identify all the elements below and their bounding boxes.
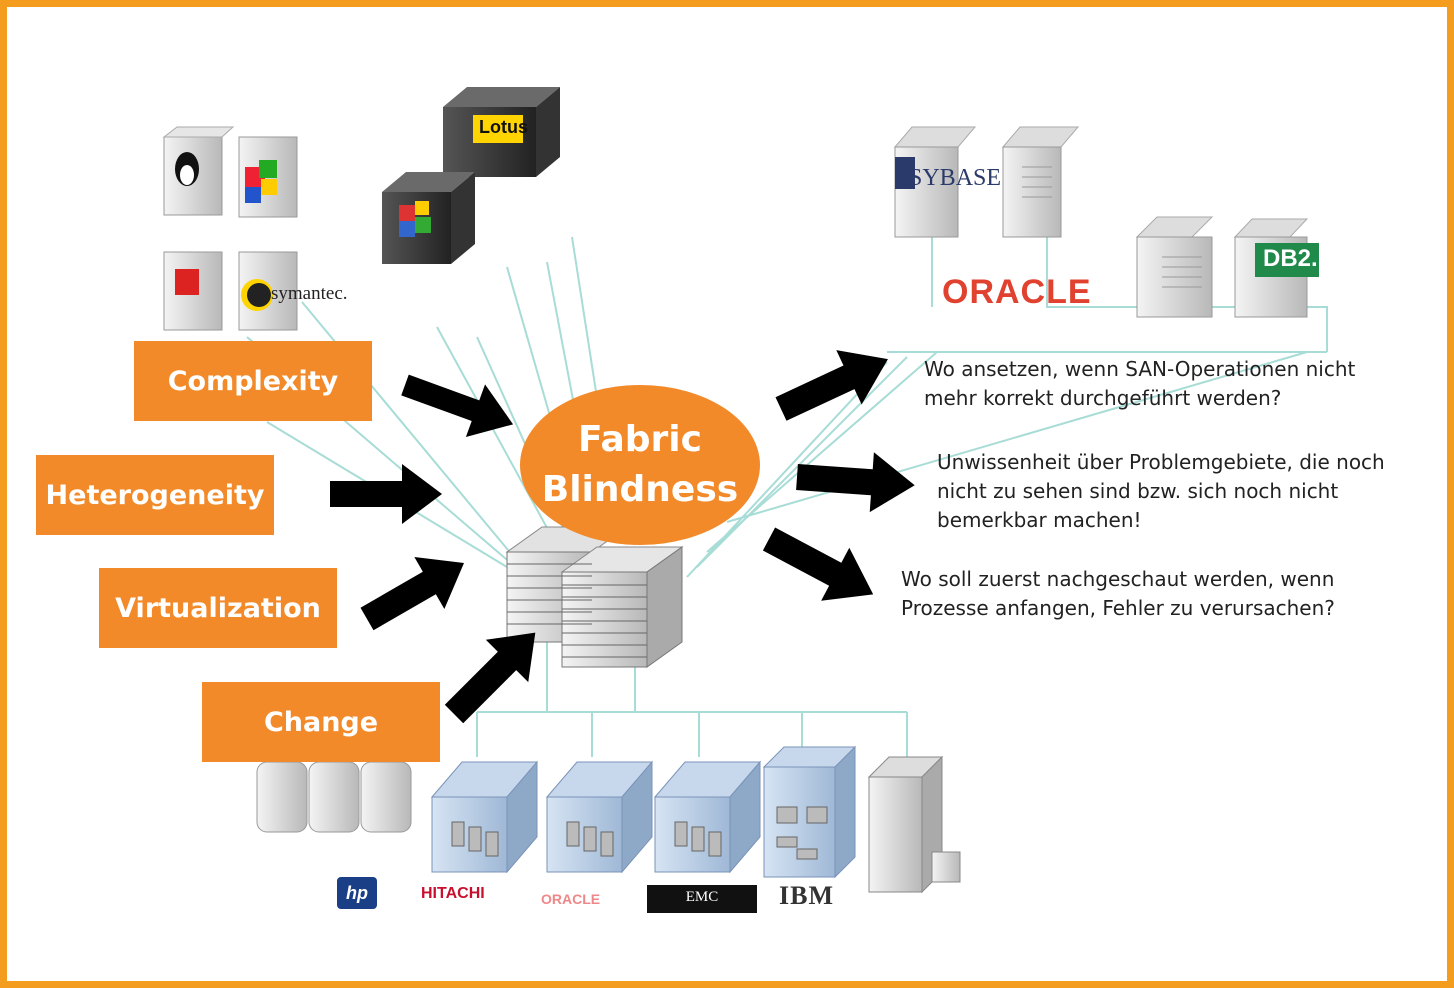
- arrow-question-3: [762, 527, 874, 601]
- arrow-question-2: [796, 452, 915, 513]
- center-line-1: Fabric: [578, 419, 702, 460]
- arrow-complexity: [401, 374, 514, 437]
- factor-label: Heterogeneity: [45, 479, 265, 511]
- arrow-heterogeneity: [330, 464, 442, 524]
- factor-heterogeneity: Heterogeneity: [36, 455, 274, 535]
- question-2: Unwissenheit über Problemgebiete, die no…: [937, 450, 1385, 532]
- dark-servers: [382, 87, 560, 264]
- os-servers: [162, 126, 298, 331]
- arrow-change: [444, 632, 536, 724]
- logo-db2: DB2.: [1263, 245, 1318, 272]
- logo-ibm: IBM: [779, 881, 834, 910]
- logo-oracle-bottom: ORACLE: [541, 891, 601, 907]
- fabric-blindness-node: Fabric Blindness: [520, 385, 760, 545]
- logo-emc: EMC: [647, 885, 757, 913]
- logo-oracle-top: ORACLE: [942, 273, 1092, 311]
- question-1: Wo ansetzen, wenn SAN-Operationen nicht …: [924, 357, 1356, 410]
- logo-symantec: symantec.: [271, 283, 348, 304]
- arrows: [330, 350, 915, 724]
- logo-lotus: Lotus: [479, 117, 528, 137]
- factor-complexity: Complexity: [134, 341, 372, 421]
- factor-label: Virtualization: [115, 592, 321, 624]
- factor-label: Change: [263, 706, 379, 738]
- factor-virtualization: Virtualization: [99, 568, 337, 648]
- storage-devices: [256, 745, 961, 894]
- arrow-virtualization: [360, 557, 464, 631]
- logo-hitachi: HITACHI: [421, 885, 485, 902]
- arrow-question-1: [775, 350, 888, 421]
- center-line-2: Blindness: [541, 469, 739, 510]
- db-servers: [893, 126, 1319, 318]
- question-3: Wo soll zuerst nachgeschaut werden, wenn…: [901, 567, 1335, 620]
- logo-sybase: SYBASE: [909, 165, 1002, 191]
- factor-change: Change: [202, 682, 440, 762]
- logo-hp: hp: [337, 877, 377, 909]
- diagram-canvas: Lotus symantec. SYBASE ORACLE DB2. hp HI…: [7, 7, 1447, 981]
- factor-label: Complexity: [167, 365, 339, 397]
